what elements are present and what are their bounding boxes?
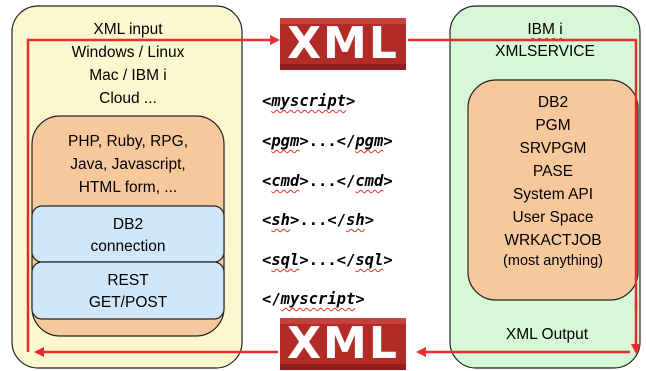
rest-line-1: REST [107,272,149,289]
client-title-line-1: XML input [93,21,163,38]
rest-line-2: GET/POST [88,294,168,311]
script-line-sql: <sql>...</sql> [262,251,393,269]
db2-connection-line-1: DB2 [112,216,144,233]
xml-logo-top: XML [280,18,406,70]
languages-line-2: Java, Javascript, [70,156,186,173]
languages-line-1: PHP, Ruby, RPG, [67,133,189,150]
server-title-line-2: XMLSERVICE [495,43,595,60]
client-title-line-3: Mac / IBM i [89,67,167,84]
script-line-cmd: <cmd>...</cmd> [262,172,393,190]
server-item-user-space: User Space [512,209,594,226]
xml-logo-bottom: XML [280,318,406,370]
languages-line-3: HTML form, ... [78,179,178,196]
xml-output-label: XML Output [505,326,589,343]
server-item-wrkactjob: WRKACTJOB [504,232,602,249]
server-item-system-api: System API [512,186,594,203]
server-item-pgm: PGM [535,117,571,134]
client-title-line-2: Windows / Linux [71,44,185,61]
server-item-srvpgm: SRVPGM [519,140,587,157]
db2-connection-line-2: connection [90,238,166,255]
server-title-line-1: IBM i [527,21,563,38]
script-line-myscript-close: </myscript> [262,290,365,308]
server-item-pase: PASE [532,163,574,180]
script-line-myscript-open: <myscript> [262,92,356,110]
script-line-sh: <sh>...</sh> [262,211,375,229]
server-item-most-anything: (most anything) [503,253,603,269]
script-line-pgm: <pgm>...</pgm> [262,132,393,150]
client-title-line-4: Cloud ... [99,90,157,107]
server-item-db2: DB2 [537,94,569,111]
